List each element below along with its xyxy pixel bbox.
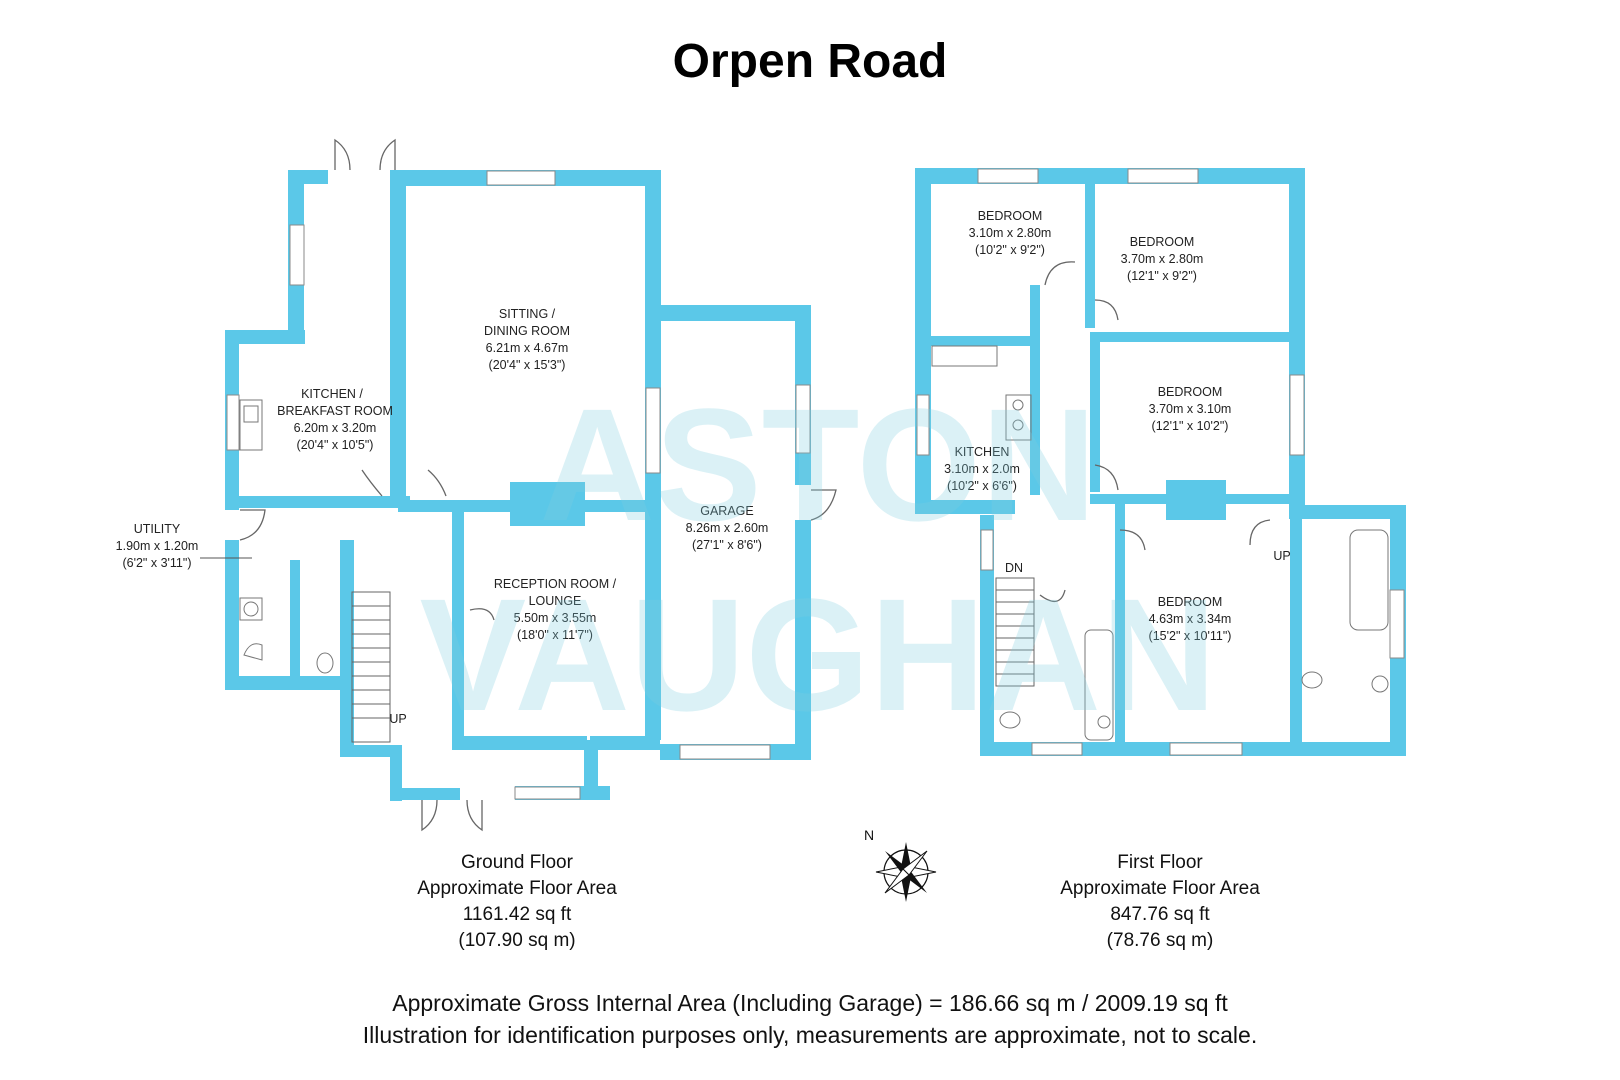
room-dims-imperial-utility: (6'2" x 3'11") bbox=[122, 556, 191, 570]
room-name-bedroom-4: BEDROOM bbox=[1158, 595, 1223, 609]
room-name-kitchen-first: KITCHEN bbox=[955, 445, 1010, 459]
room-name-bedroom-2: BEDROOM bbox=[1130, 235, 1195, 249]
room-name-reception-2: LOUNGE bbox=[529, 594, 582, 608]
room-dims-garage: 8.26m x 2.60m bbox=[686, 521, 769, 535]
room-dims-imperial-bedroom-1: (10'2" x 9'2") bbox=[975, 243, 1045, 257]
room-dims-kitchen-first: 3.10m x 2.0m bbox=[944, 462, 1020, 476]
room-dims-reception: 5.50m x 3.55m bbox=[514, 611, 597, 625]
room-dims-imperial-kitchen-first: (10'2" x 6'6") bbox=[947, 479, 1017, 493]
ground-floor-title: Ground Floor bbox=[461, 852, 573, 873]
room-dims-bedroom-1: 3.10m x 2.80m bbox=[969, 226, 1052, 240]
room-dims-imperial-bedroom-3: (12'1" x 10'2") bbox=[1152, 419, 1229, 433]
room-dims-imperial-sitting: (20'4" x 15'3") bbox=[489, 358, 566, 372]
first-floor-fittings bbox=[931, 345, 1389, 741]
room-dims-imperial-bedroom-4: (15'2" x 10'11") bbox=[1149, 629, 1232, 643]
compass-north-label: N bbox=[864, 827, 874, 843]
room-dims-imperial-reception: (18'0" x 11'7") bbox=[517, 628, 593, 642]
stairs-up-label-ground: UP bbox=[389, 712, 406, 726]
first-floor-area-sqm: (78.76 sq m) bbox=[1106, 930, 1214, 951]
gross-area-text: Approximate Gross Internal Area (Includi… bbox=[392, 990, 1228, 1016]
room-dims-kitchen: 6.20m x 3.20m bbox=[294, 421, 377, 435]
room-name-utility: UTILITY bbox=[134, 522, 181, 536]
disclaimer-text: Illustration for identification purposes… bbox=[362, 1022, 1258, 1048]
ground-floor-doors bbox=[239, 138, 837, 832]
watermark-line-1: ASTON bbox=[539, 375, 1096, 554]
ground-floor-stairs bbox=[351, 591, 391, 743]
first-floor-area-label: Approximate Floor Area bbox=[1060, 878, 1260, 899]
room-dims-sitting: 6.21m x 4.67m bbox=[486, 341, 569, 355]
room-dims-imperial-bedroom-2: (12'1" x 9'2") bbox=[1127, 269, 1197, 283]
room-dims-bedroom-4: 4.63m x 3.34m bbox=[1149, 612, 1232, 626]
ground-floor-info: Ground Floor Approximate Floor Area 1161… bbox=[357, 850, 677, 954]
ground-floor-windows bbox=[226, 170, 811, 800]
room-dims-bedroom-2: 3.70m x 2.80m bbox=[1121, 252, 1204, 266]
room-name-sitting: SITTING / bbox=[499, 307, 556, 321]
first-floor-windows bbox=[916, 168, 1405, 756]
room-name-bedroom-1: BEDROOM bbox=[978, 209, 1043, 223]
kitchen-fittings bbox=[239, 399, 334, 674]
room-dims-utility: 1.90m x 1.20m bbox=[116, 539, 199, 553]
stairs-up-label-first: UP bbox=[1273, 549, 1290, 563]
first-floor-title: First Floor bbox=[1117, 852, 1203, 873]
room-name-garage: GARAGE bbox=[700, 504, 754, 518]
room-name-bedroom-3: BEDROOM bbox=[1158, 385, 1223, 399]
first-floor-info: First Floor Approximate Floor Area 847.7… bbox=[1000, 850, 1320, 954]
first-floor-area-sqft: 847.76 sq ft bbox=[1110, 904, 1210, 925]
ground-floor-area-label: Approximate Floor Area bbox=[417, 878, 617, 899]
watermark-line-2: VAUGHAN bbox=[419, 565, 1216, 744]
plan-title: Orpen Road bbox=[672, 35, 948, 88]
room-name-kitchen-2: BREAKFAST ROOM bbox=[277, 404, 393, 418]
room-name-kitchen: KITCHEN / bbox=[301, 387, 363, 401]
ground-floor-area-sqft: 1161.42 sq ft bbox=[462, 904, 572, 925]
room-dims-bedroom-3: 3.70m x 3.10m bbox=[1149, 402, 1232, 416]
room-dims-imperial-kitchen: (20'4" x 10'5") bbox=[297, 438, 374, 452]
stairs-down-label: DN bbox=[1005, 561, 1023, 575]
first-floor-stairs bbox=[995, 577, 1035, 687]
room-name-sitting-2: DINING ROOM bbox=[484, 324, 570, 338]
first-floor-doors bbox=[1039, 261, 1271, 602]
room-name-reception: RECEPTION ROOM / bbox=[494, 577, 617, 591]
compass-rose-icon bbox=[875, 842, 937, 902]
ground-floor-area-sqm: (107.90 sq m) bbox=[458, 930, 576, 951]
room-dims-imperial-garage: (27'1" x 8'6") bbox=[692, 538, 762, 552]
